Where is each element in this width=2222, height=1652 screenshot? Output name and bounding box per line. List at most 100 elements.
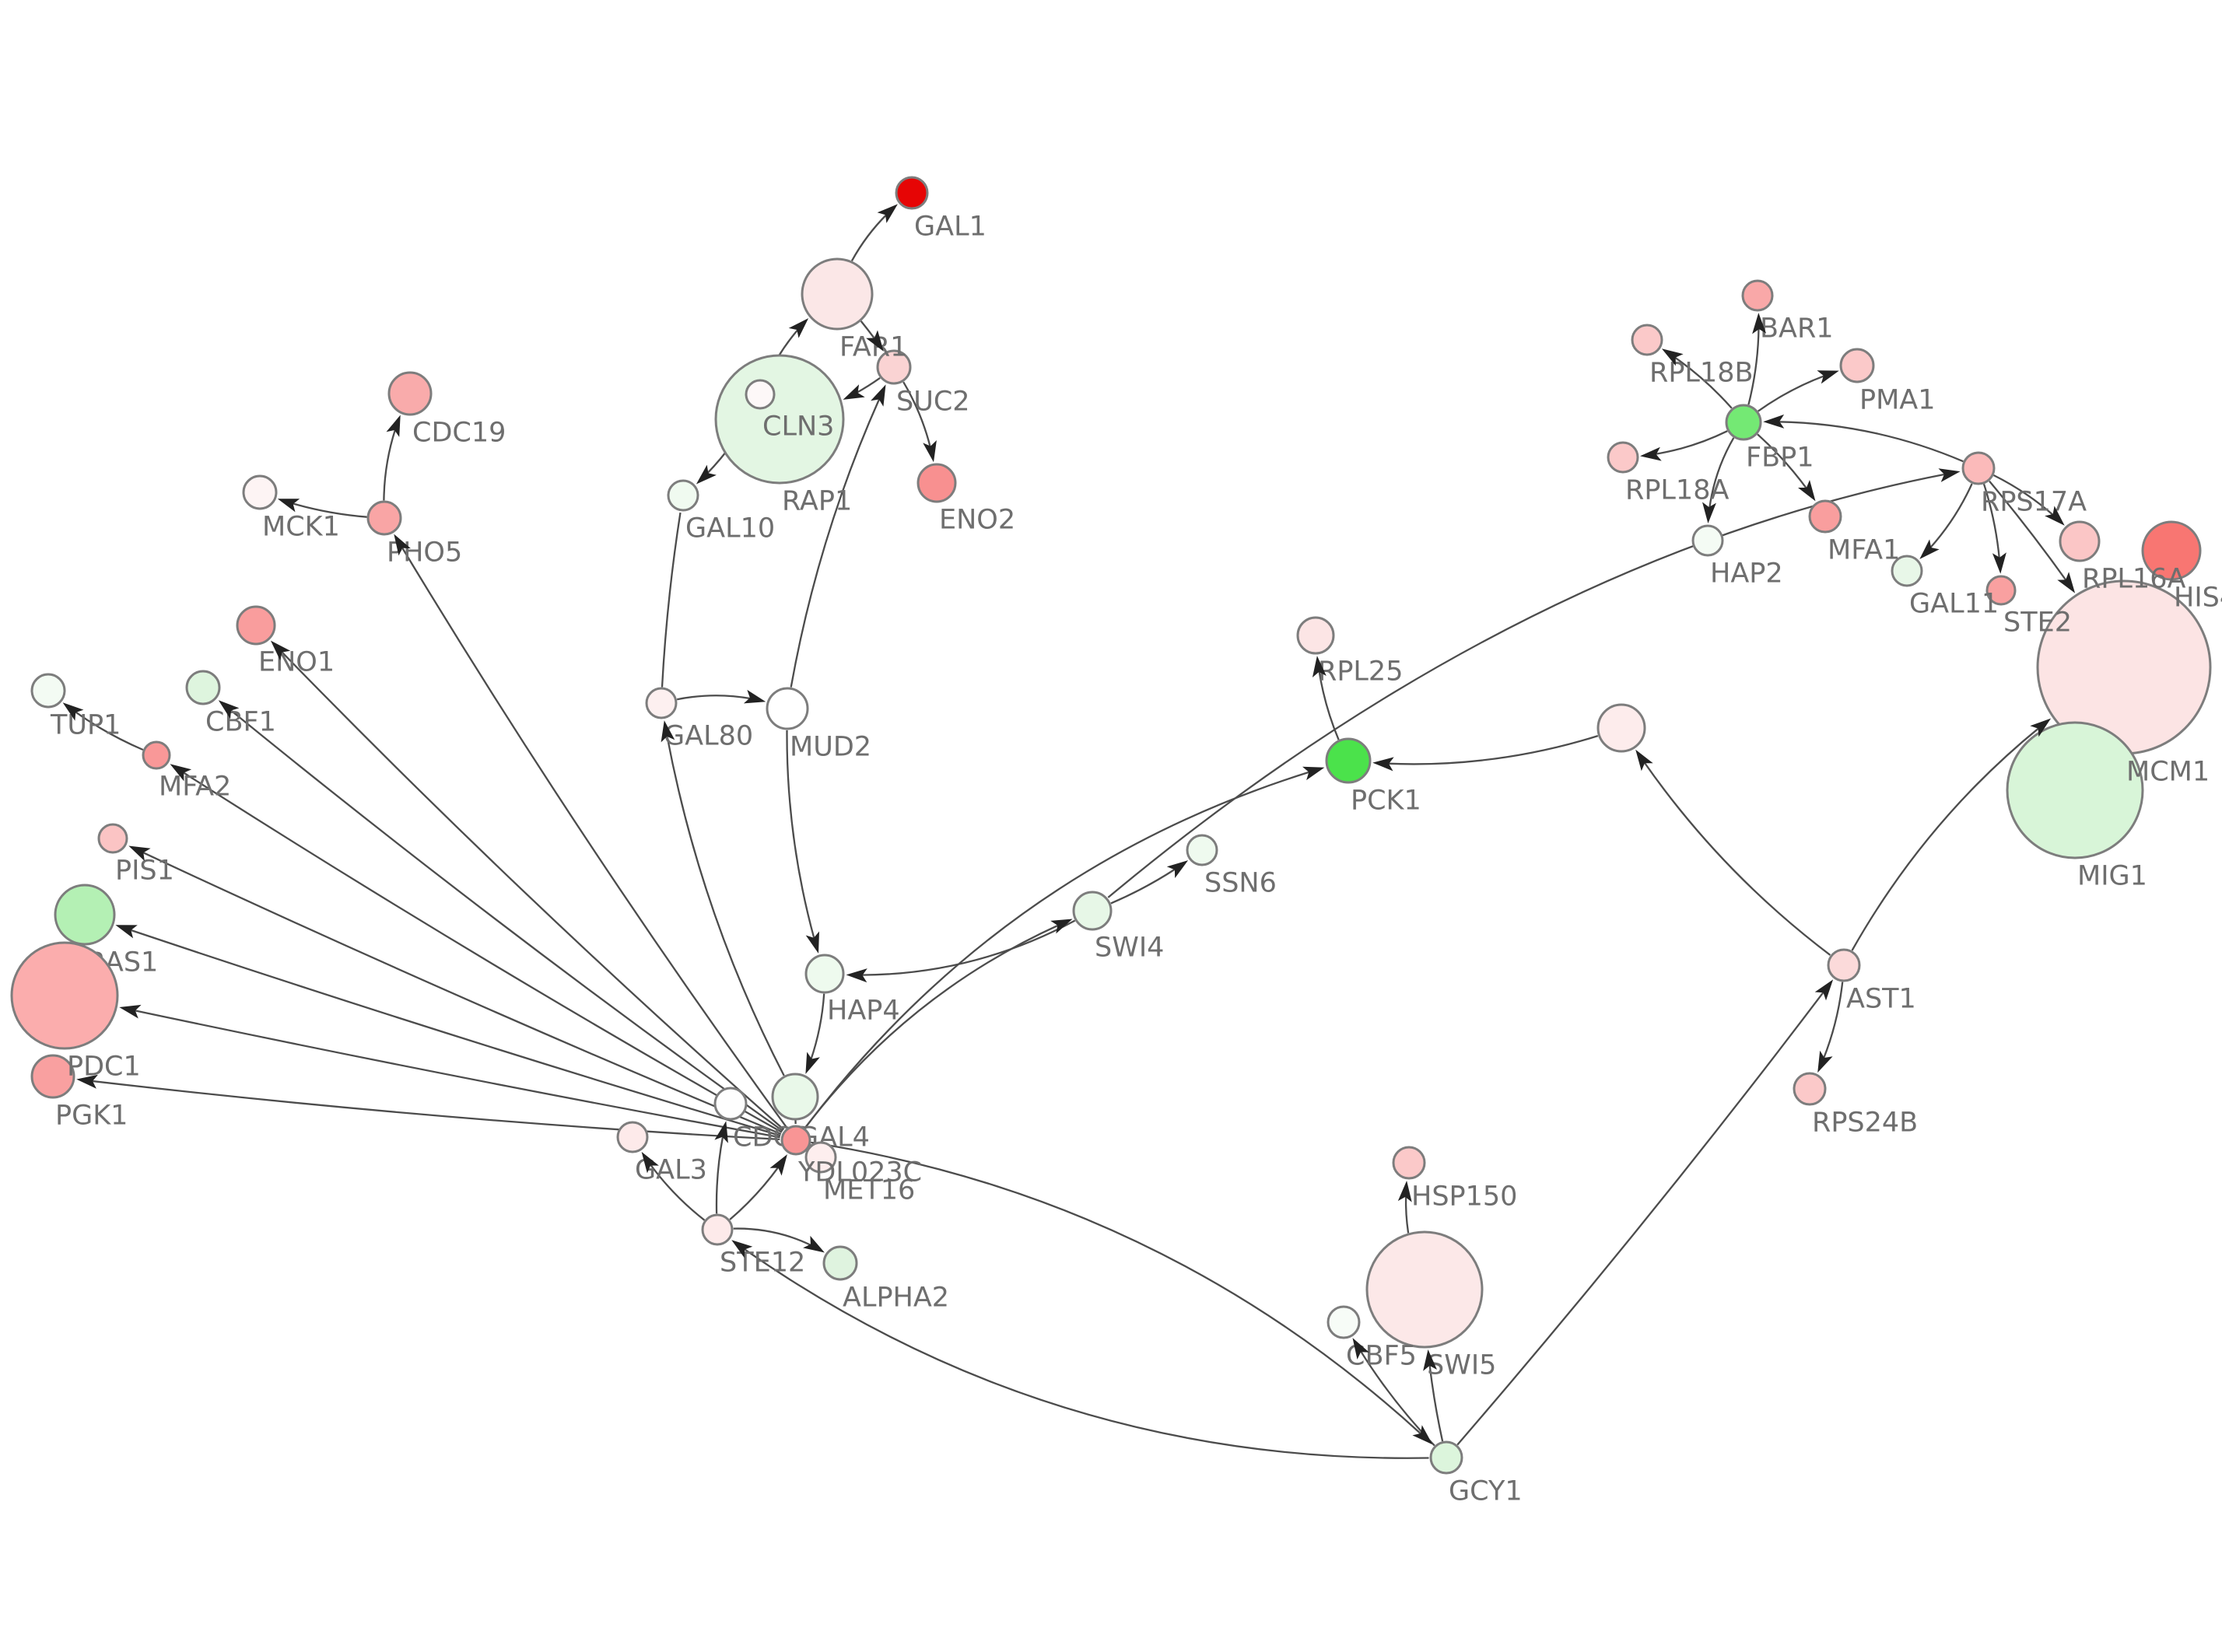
edge-PHO5-CDC19[interactable] [383,429,397,501]
node-STE2[interactable] [1985,575,2017,606]
edge-YDL023C-PDC1[interactable] [133,1009,780,1139]
edge-FBP1-MFA1[interactable] [1757,433,1808,490]
edge-UNK1-PCK1[interactable] [1387,735,1599,765]
edge-RPS17A-STE2[interactable] [1982,483,2001,559]
node-STE12[interactable] [701,1213,734,1246]
edge-FBP1-BAR1[interactable] [1747,327,1760,405]
edge-AST1-MCM1[interactable] [1851,726,2040,951]
node-GCY1[interactable] [1429,1440,1463,1475]
node-HAP4[interactable] [804,954,845,994]
node-MIG1[interactable] [2006,721,2144,859]
edge-SUC2-ENO2[interactable] [902,381,932,448]
node-UNK1[interactable] [1596,703,1646,753]
edge-RPS17A-RPL16A[interactable] [1992,474,2055,516]
node-TUP1[interactable] [30,673,66,709]
node-MFA1[interactable] [1808,499,1842,534]
node-MET16[interactable] [804,1141,837,1174]
edge-YDL023C-PIS1[interactable] [142,851,782,1136]
edge-YDL023C-MFA2[interactable] [182,771,783,1133]
node-SSN6[interactable] [1186,834,1218,866]
node-PMA1[interactable] [1839,348,1875,383]
node-SUC2[interactable] [876,349,912,385]
edge-SWI4-SSN6[interactable] [1110,867,1176,905]
edge-GCY1-SWI5[interactable] [1428,1364,1444,1442]
node-CBF5[interactable] [1327,1305,1361,1339]
node-ENO1[interactable] [236,605,276,646]
node-RPS24B[interactable] [1793,1072,1827,1106]
node-FAR1[interactable] [801,257,874,331]
edge-RPS17A-MCM1[interactable] [1989,480,2068,582]
edge-AST1-UNK1[interactable] [1643,761,1831,956]
node-GAL80[interactable] [645,687,678,719]
node-PCK1[interactable] [1325,737,1372,784]
edge-YDL023C-GCY1[interactable] [811,1141,1422,1435]
node-GAL1[interactable] [895,176,929,210]
edge-GAL4-GAL80[interactable] [666,735,785,1076]
node-HIS4[interactable] [2141,520,2202,581]
node-RPL18A[interactable] [1607,441,1639,474]
edge-FBP1-HAP2[interactable] [1709,437,1735,509]
edge-YDL023C-PCK1[interactable] [804,771,1311,1129]
node-RAS1[interactable] [54,884,116,946]
node-PDC1[interactable] [10,941,119,1050]
edge-SWI4-HAP4[interactable] [860,919,1076,976]
edge-RPS17A-FBP1[interactable] [1778,421,1964,463]
edge-MFA2-TUP1[interactable] [74,710,144,751]
edge-HAP4-GAL4[interactable] [810,993,825,1061]
edge-GCY1-AST1[interactable] [1456,991,1824,1446]
node-GAL10[interactable] [667,479,699,512]
node-ENO2[interactable] [916,463,957,503]
edge-MUD2-HAP4[interactable] [786,730,815,940]
edge-STE12-GAL3[interactable] [649,1163,706,1221]
edge-YDL023C-ENO1[interactable] [280,650,785,1131]
node-CDC6[interactable] [713,1087,748,1121]
edge-GCY1-STE12[interactable] [744,1248,1429,1459]
node-CLN3[interactable] [745,379,776,410]
node-SWI5[interactable] [1365,1230,1484,1349]
edge-SUC2-RAP1[interactable] [855,376,881,394]
edge-GAL80-GAL10[interactable] [661,512,682,688]
node-YDL023C[interactable] [780,1125,811,1156]
edge-YDL023C-CBF1[interactable] [229,709,783,1132]
node-RPL18B[interactable] [1631,324,1663,356]
edge-SWI4-RPS17A[interactable] [1107,473,1946,898]
edge-FBP1-PMA1[interactable] [1758,374,1826,412]
edge-MUD2-SUC2[interactable] [790,397,881,688]
edge-PCK1-RPL25[interactable] [1318,670,1340,740]
edge-STE12-YDL023C[interactable] [729,1166,780,1220]
node-HSP150[interactable] [1392,1146,1426,1180]
node-SWI4[interactable] [1072,891,1113,931]
edge-FAR1-SUC2[interactable] [860,320,876,340]
edge-PHO5-MCK1[interactable] [291,502,367,518]
edge-FBP1-RPL18B[interactable] [1674,355,1733,409]
edge-YDL023C-PHO5[interactable] [401,546,787,1128]
edge-AST1-RPS24B[interactable] [1822,982,1844,1059]
node-MCK1[interactable] [242,474,278,510]
node-HAP2[interactable] [1691,524,1724,557]
node-FBP1[interactable] [1725,404,1762,441]
node-PIS1[interactable] [97,823,128,854]
node-CBF1[interactable] [185,670,221,705]
node-GAL11[interactable] [1891,555,1923,587]
node-CDC19[interactable] [387,371,433,416]
edge-FBP1-RPL18A[interactable] [1654,430,1728,456]
node-ALPHA2[interactable] [822,1245,858,1281]
node-RPL16A[interactable] [2059,520,2101,562]
edge-FAR1-GAL1[interactable] [850,213,888,261]
edge-GAL80-MUD2[interactable] [676,695,752,701]
node-BAR1[interactable] [1741,279,1774,312]
edge-SWI5-HSP150[interactable] [1404,1195,1410,1234]
node-PGK1[interactable] [30,1054,75,1099]
node-GAL3[interactable] [616,1121,649,1153]
node-RPS17A[interactable] [1961,451,1996,485]
edge-YDL023C-RAS1[interactable] [129,929,781,1137]
edge-STE12-CDC6[interactable] [715,1135,724,1214]
node-PHO5[interactable] [366,500,402,536]
node-AST1[interactable] [1827,948,1861,982]
node-MFA2[interactable] [142,740,171,770]
edge-YDL023C-PGK1[interactable] [91,1080,780,1141]
node-RPL25[interactable] [1296,616,1335,655]
edge-STE12-ALPHA2[interactable] [733,1227,812,1247]
edge-RPS17A-GAL11[interactable] [1929,483,1973,549]
node-GAL4[interactable] [771,1073,819,1121]
